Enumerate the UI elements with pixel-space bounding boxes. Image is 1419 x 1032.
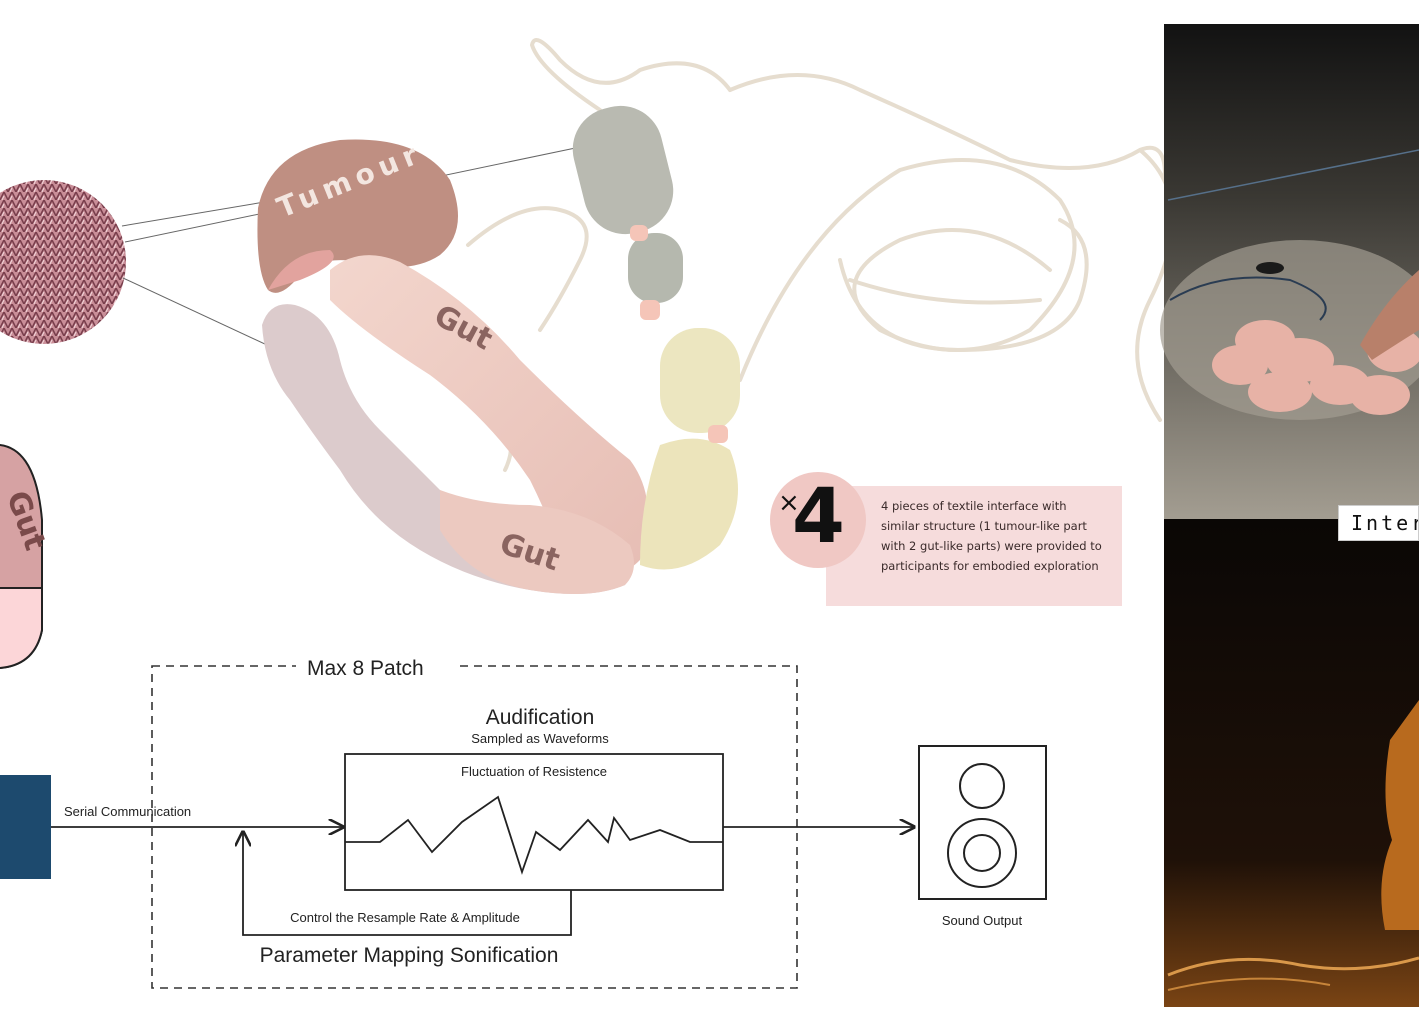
leader-line xyxy=(122,277,283,353)
participant-arm xyxy=(1360,270,1419,360)
multiplier-badge xyxy=(770,472,866,568)
gut-upper-part xyxy=(330,255,648,580)
speaker-icon xyxy=(918,745,1047,900)
waveform-label: Fluctuation of Resistence xyxy=(461,764,607,779)
caption-box: 4 pieces of textile interface with simil… xyxy=(826,486,1122,606)
cream-segment xyxy=(640,438,738,570)
knit-texture-swatch xyxy=(0,180,126,344)
cream-segment xyxy=(660,328,740,433)
photo-panel-label: Inter xyxy=(1338,505,1419,541)
grey-segment xyxy=(572,105,674,235)
performance-photo-bottom xyxy=(1164,519,1419,1007)
audification-title: Audification xyxy=(486,706,595,729)
sound-output-label: Sound Output xyxy=(942,913,1023,928)
caption-text: 4 pieces of textile interface with simil… xyxy=(881,499,1102,573)
pms-label: Parameter Mapping Sonification xyxy=(260,944,559,967)
audification-subtitle: Sampled as Waveforms xyxy=(471,731,609,746)
gut-illustration-partial: Gut xyxy=(0,444,53,669)
grey-segment xyxy=(628,233,683,303)
control-label: Control the Resample Rate & Amplitude xyxy=(290,910,520,925)
serial-label: Serial Communication xyxy=(64,804,191,819)
microcontroller-board xyxy=(0,775,51,879)
feedback-arrow xyxy=(243,832,572,936)
performance-photo-panel xyxy=(1160,24,1419,1007)
multiplier-symbol: × xyxy=(778,488,800,518)
patch-title: Max 8 Patch xyxy=(307,657,424,680)
multiplier-count: 4 xyxy=(792,471,845,560)
waveform-box xyxy=(344,753,724,891)
waveform-line xyxy=(345,795,723,875)
performer-figure xyxy=(1381,700,1419,930)
